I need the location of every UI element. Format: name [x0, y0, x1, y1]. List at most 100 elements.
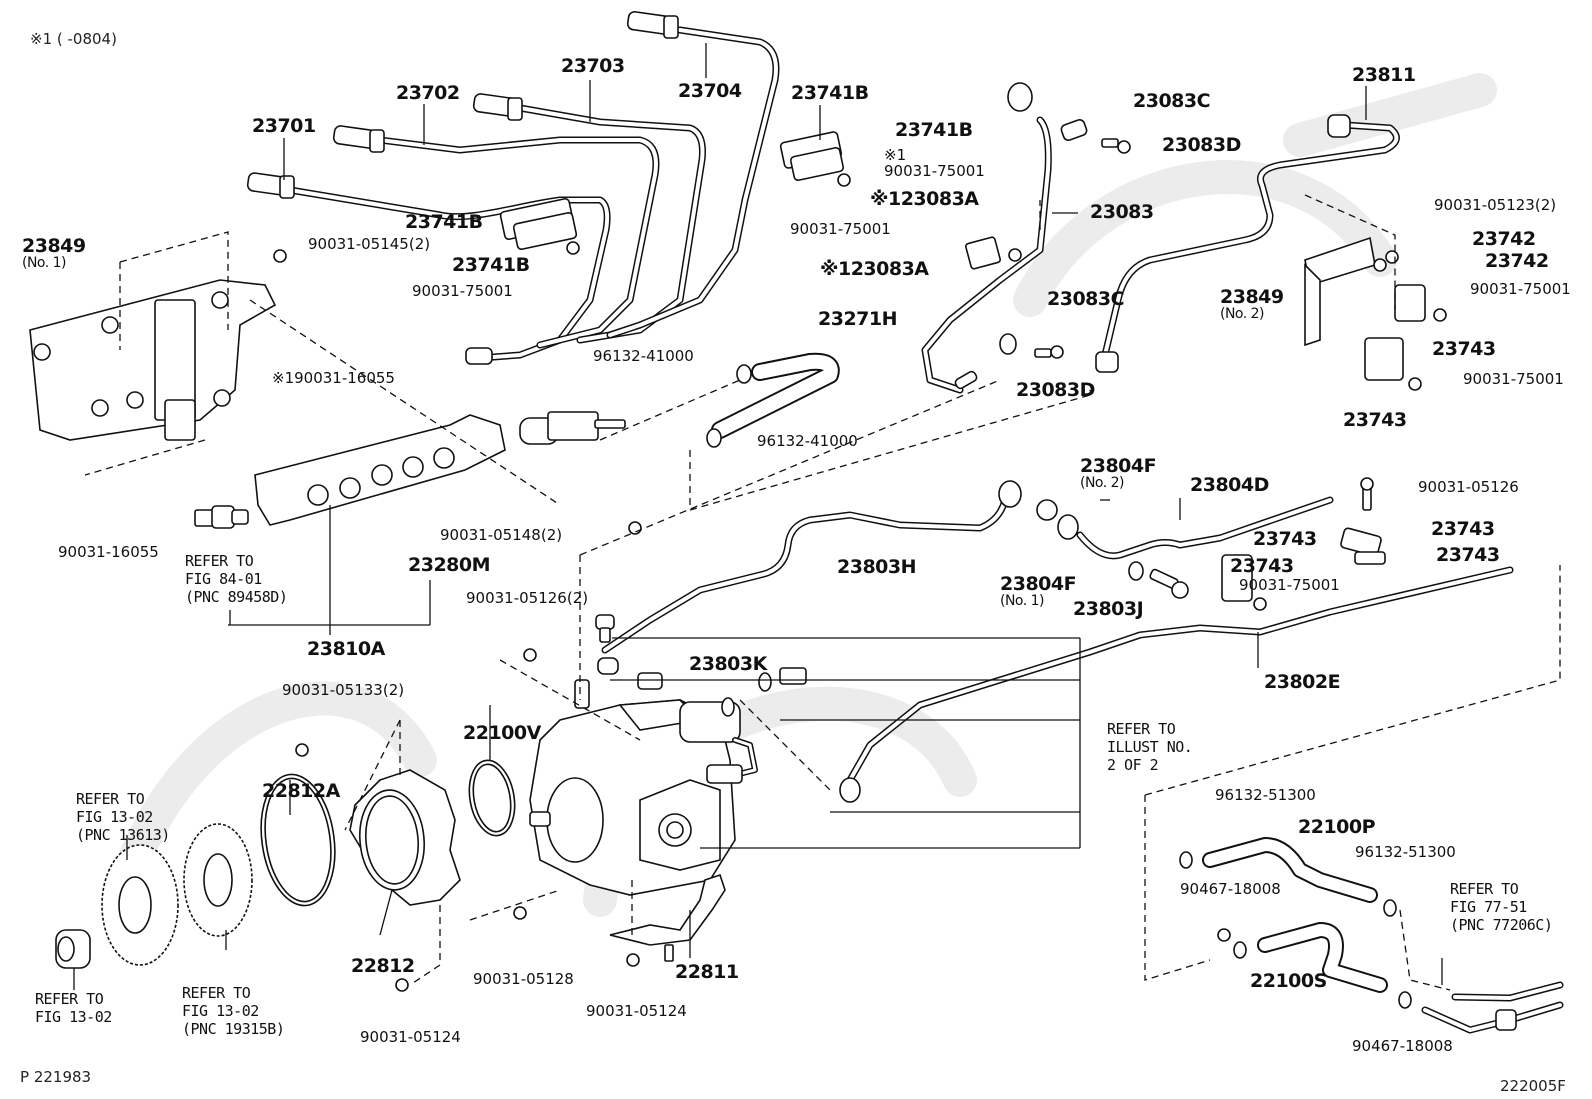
label-90031-75001-f: 90031-75001	[1239, 576, 1340, 594]
label-23271h: 23271H	[818, 308, 898, 330]
note-refer-fig-84-01[interactable]: REFER TO FIG 84-01 (PNC 89458D)	[185, 552, 288, 606]
label-23083c-a: 23083C	[1133, 90, 1211, 112]
bracket-23849-no2[interactable]	[1305, 238, 1446, 390]
label-90031-75001-e: 90031-75001	[1463, 370, 1564, 388]
oring-22100v[interactable]	[464, 757, 521, 839]
label-23741b-top2: 23741B	[895, 119, 973, 141]
label-22811: 22811	[675, 961, 739, 983]
label-22100v: 22100V	[463, 722, 541, 744]
pipe-23083[interactable]	[925, 83, 1048, 390]
label-23811: 23811	[1352, 64, 1416, 86]
pipe-23803h[interactable]	[605, 481, 1021, 650]
label-23083d-b: 23083D	[1016, 379, 1095, 401]
label-90031-75001-a: 90031-75001	[412, 282, 513, 300]
note-refer-fig-77-51[interactable]: REFER TO FIG 77-51 (PNC 77206C)	[1450, 880, 1553, 934]
pressure-sensor[interactable]	[195, 506, 248, 528]
illustration-id: 222005F	[1500, 1077, 1566, 1095]
label-96132-51300-a: 96132-51300	[1215, 786, 1316, 804]
label-23803j: 23803J	[1073, 598, 1144, 620]
clamp-23083a[interactable]	[965, 237, 1021, 270]
injection-pipe-23704[interactable]	[610, 11, 776, 335]
label-23083a-a: ※123083A	[870, 188, 979, 210]
label-90031-05123: 90031-05123(2)	[1434, 196, 1557, 214]
label-23704: 23704	[678, 80, 742, 102]
label-23804f-no1: 23804F(No. 1)	[1000, 573, 1077, 609]
fuel-rail-23810a[interactable]	[255, 415, 505, 525]
hose-23271h[interactable]	[707, 362, 831, 447]
label-23083a-b: ※123083A	[820, 258, 929, 280]
banjo-bolt-23803j[interactable]	[1129, 562, 1188, 598]
label-23804f-no1-sub: (No. 1)	[1000, 593, 1045, 609]
label-96132-41000-a: 96132-41000	[593, 347, 694, 365]
page-reference: P 221983	[20, 1068, 92, 1086]
label-90031-05145: 90031-05145(2)	[308, 235, 431, 253]
note-refer-illust-2-of-2[interactable]: REFER TO ILLUST NO. 2 OF 2	[1107, 720, 1193, 774]
label-23701: 23701	[252, 115, 316, 137]
label-96132-41000-b: 96132-41000	[757, 432, 858, 450]
clamp-23741b-left[interactable]	[500, 198, 579, 254]
clamp-23083c-bottom[interactable]	[1000, 334, 1063, 358]
label-23083: 23083	[1090, 201, 1154, 223]
label-23849-no2: 23849(No. 2)	[1220, 286, 1284, 322]
label-23743-d: 23743	[1431, 518, 1495, 540]
label-90031-05124-b: 90031-05124	[586, 1002, 687, 1020]
label-23743-e: 23743	[1230, 555, 1294, 577]
bracket-23849-no1[interactable]	[30, 280, 275, 440]
oring-22812a[interactable]	[253, 770, 343, 911]
fuel-lines-77206c[interactable]	[1425, 985, 1560, 1030]
label-23804d: 23804D	[1190, 474, 1269, 496]
label-23743-b: 23743	[1343, 409, 1407, 431]
label-23804f-no1-number: 23804F	[1000, 573, 1077, 595]
label-23741b-a: 23741B	[405, 211, 483, 233]
label-23803k: 23803K	[689, 653, 767, 675]
label-23810a: 23810A	[307, 638, 385, 660]
label-90031-05148: 90031-05148(2)	[440, 526, 563, 544]
label-23703: 23703	[561, 55, 625, 77]
supply-pump[interactable]	[530, 615, 755, 895]
label-23849-no2-number: 23849	[1220, 286, 1284, 308]
hose-22100s[interactable]	[1234, 930, 1411, 1008]
label-23804f-no2: 23804F(No. 2)	[1080, 455, 1157, 491]
pressure-limiter-23280m[interactable]	[520, 412, 625, 444]
label-90031-16055-b: 90031-16055	[58, 543, 159, 561]
label-23742-b: 23742	[1485, 250, 1549, 272]
label-90031-05133: 90031-05133(2)	[282, 681, 405, 699]
label-90031-75001-d: 90031-75001	[1470, 280, 1571, 298]
bracket-22811[interactable]	[610, 875, 725, 961]
pipe-23802e[interactable]	[840, 570, 1510, 802]
label-90031-05126-a: 90031-05126	[1418, 478, 1519, 496]
injection-pipe-23702[interactable]	[333, 125, 656, 345]
label-90031-16055-a: ※190031-16055	[272, 369, 395, 387]
label-23742-a: 23742	[1472, 228, 1536, 250]
label-90467-18008-b: 90467-18008	[1352, 1037, 1453, 1055]
label-96132-51300-b: 96132-51300	[1355, 843, 1456, 861]
clamp-23743-middle[interactable]	[1222, 478, 1385, 610]
note-refer-fig-13-02-pnc-19315b[interactable]: REFER TO FIG 13-02 (PNC 19315B)	[182, 984, 285, 1038]
label-23083c-b: 23083C	[1047, 288, 1125, 310]
clamp-23741b-right[interactable]	[780, 131, 850, 186]
label-23849-no1: 23849(No. 1)	[22, 237, 86, 271]
label-23743-a: 23743	[1432, 338, 1496, 360]
label-23804f-no2-number: 23804F	[1080, 455, 1157, 477]
label-23802e: 23802E	[1264, 671, 1341, 693]
hose-22100p[interactable]	[1180, 845, 1396, 916]
assembly-dash-lines	[85, 195, 1560, 990]
bolts[interactable]	[274, 250, 1386, 991]
bracket-22812[interactable]	[350, 770, 460, 905]
label-23083d-a: 23083D	[1162, 134, 1241, 156]
label-23849-no1-sub: (No. 1)	[22, 255, 67, 271]
label-90031-05128: 90031-05128	[473, 970, 574, 988]
note-refer-fig-13-02-pnc-13613[interactable]: REFER TO FIG 13-02 (PNC 13613)	[76, 790, 170, 844]
pipe-23811[interactable]	[1096, 115, 1396, 372]
injection-pipe-23703[interactable]	[473, 93, 703, 340]
note-refer-fig-13-02[interactable]: REFER TO FIG 13-02	[35, 990, 112, 1026]
label-23803h: 23803H	[837, 556, 917, 578]
label-23743-f: 23743	[1436, 544, 1500, 566]
clamp-23083c-top[interactable]	[1060, 118, 1130, 153]
label-90031-75001-b: 90031-75001	[790, 220, 891, 238]
label-23743-c: 23743	[1253, 528, 1317, 550]
label-90467-18008-a: 90467-18008	[1180, 880, 1281, 898]
pipe-23804d[interactable]	[1037, 500, 1330, 556]
gears[interactable]	[56, 824, 252, 968]
